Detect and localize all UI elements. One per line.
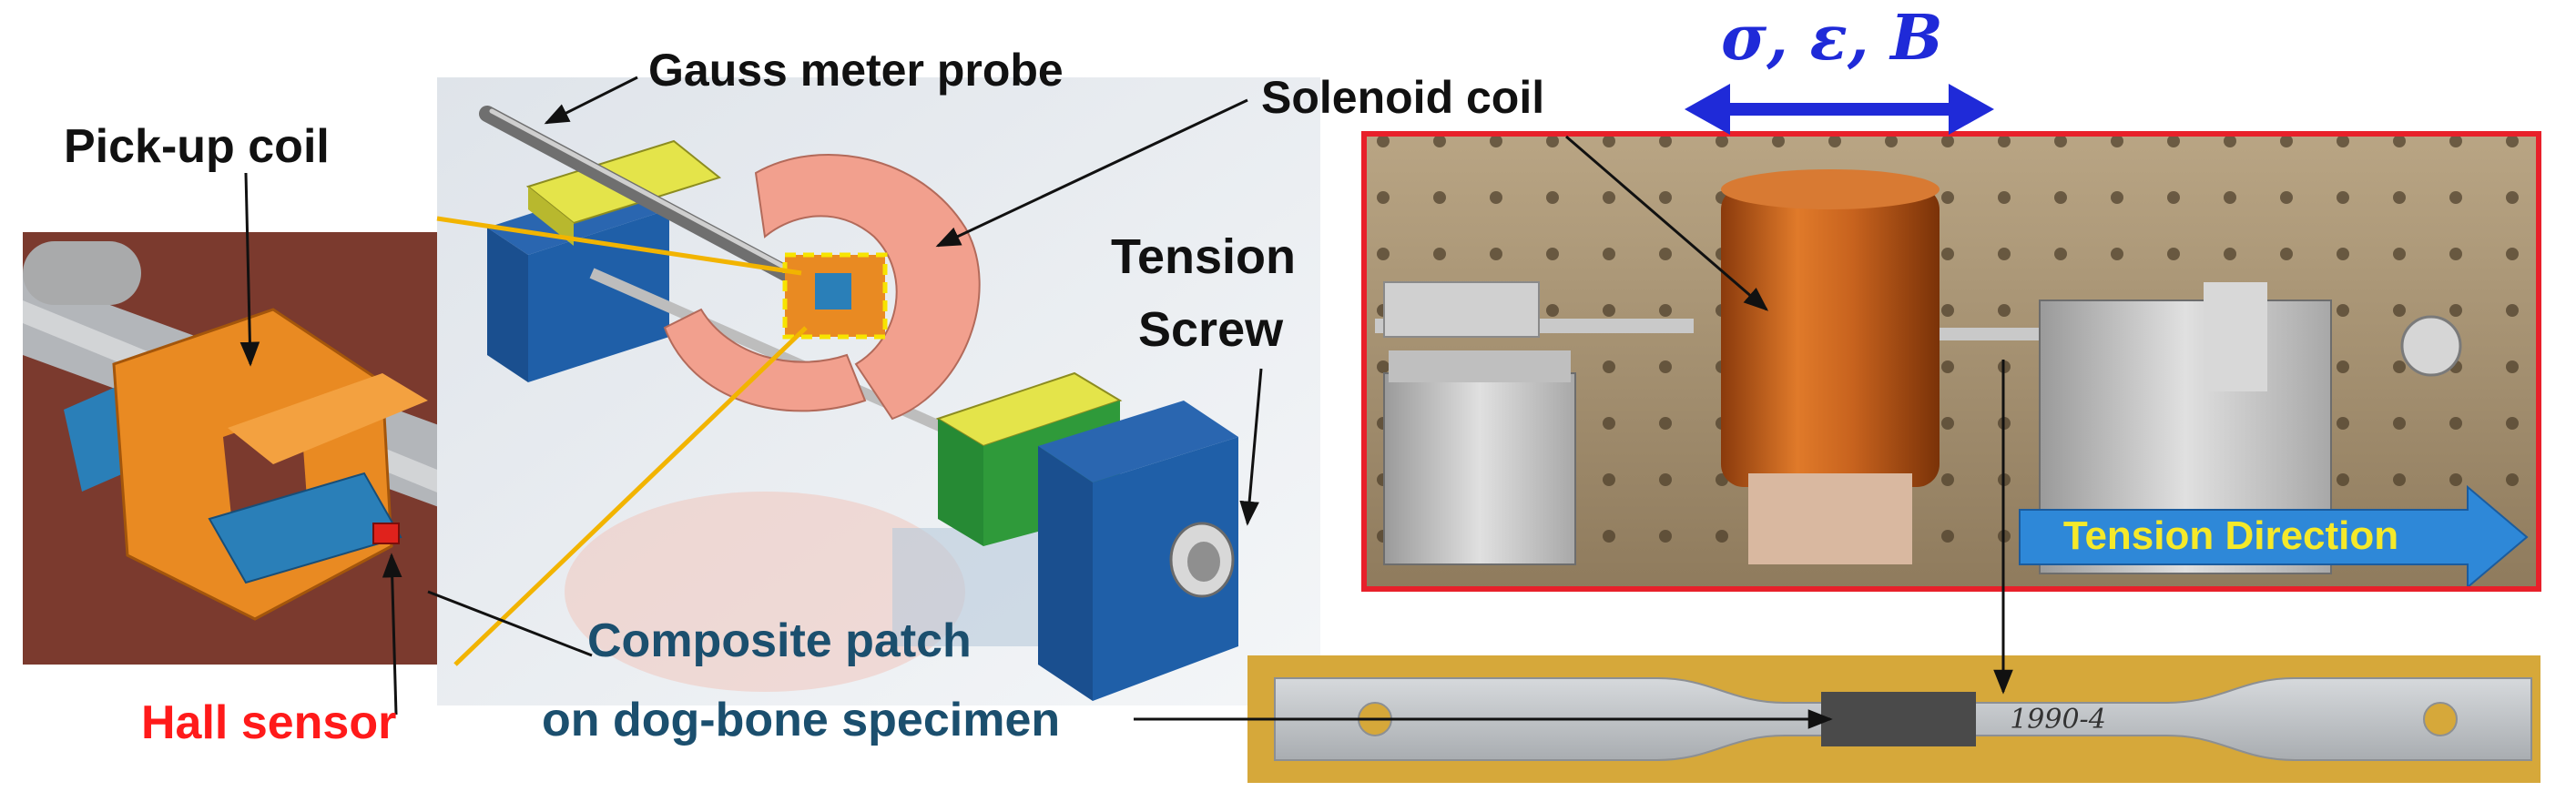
pickup-coil-closeup-inset xyxy=(23,232,446,665)
solenoid-coil-photo xyxy=(1721,169,1940,564)
composite-patch xyxy=(1821,692,1976,746)
callout-lines xyxy=(239,76,2013,729)
tension-screw-label-line1: Tension xyxy=(1111,229,1297,284)
composite-patch-label-line2: on dog-bone specimen xyxy=(542,694,1061,746)
setup-photo: Tension Direction xyxy=(1361,131,2541,592)
tension-direction-label: Tension Direction xyxy=(2063,513,2398,558)
specimen-closeup-region xyxy=(782,252,888,340)
gauss-meter-probe-rod xyxy=(479,106,828,299)
tension-screw-model xyxy=(1169,522,1235,598)
measured-quantities-label: σ, ε, B xyxy=(1721,2,1943,75)
right-clamp xyxy=(935,371,1238,701)
solenoid-coil-model xyxy=(663,154,981,421)
cad-model xyxy=(436,77,1320,705)
hall-sensor-chip xyxy=(372,523,400,544)
double-headed-arrow-icon xyxy=(1685,84,1994,135)
pickup-coil-label: Pick-up coil xyxy=(64,120,330,173)
tension-direction-arrow-icon xyxy=(2019,484,2529,590)
gauss-meter-probe-label: Gauss meter probe xyxy=(648,45,1064,96)
composite-patch-label-line1: Composite patch xyxy=(587,614,972,667)
solenoid-coil-label: Solenoid coil xyxy=(1261,72,1545,123)
hall-sensor-label: Hall sensor xyxy=(141,696,397,749)
specimen-marking: 1990-4 xyxy=(2010,704,2106,736)
photo-frame xyxy=(1361,131,2541,592)
tension-screw-label-line2: Screw xyxy=(1138,302,1284,357)
